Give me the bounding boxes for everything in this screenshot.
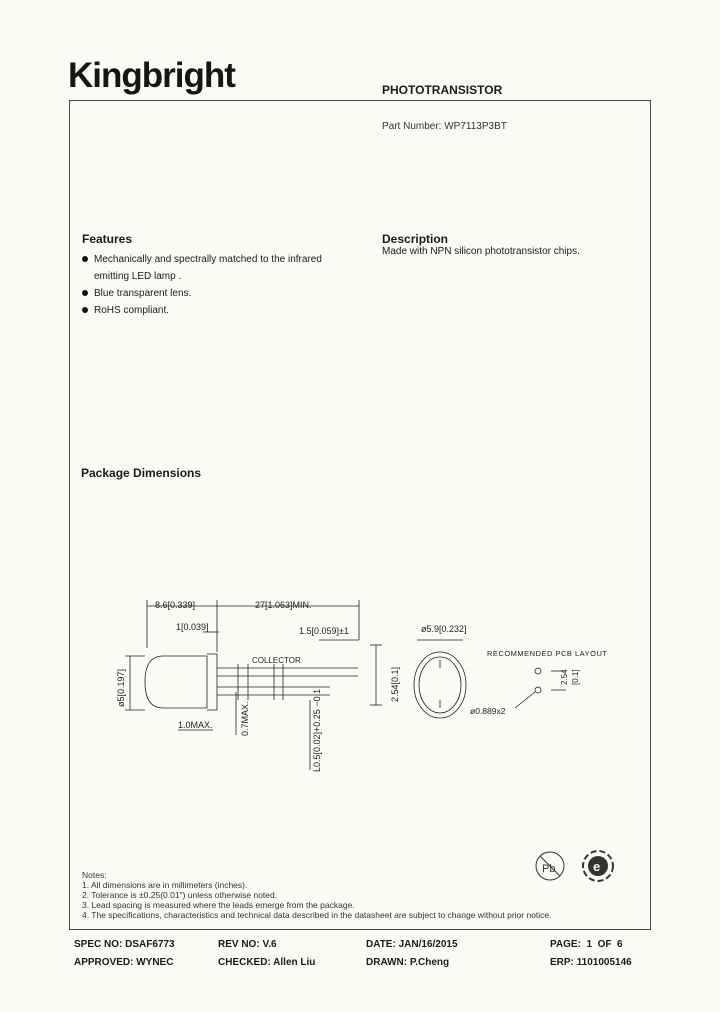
dim-lead-offset: 1.5[0.059]±1 [299, 626, 349, 636]
content-frame [69, 100, 651, 930]
dim-flange-diameter: ø5.9[0.232] [421, 624, 467, 634]
notes-block: Notes: 1. All dimensions are in millimet… [82, 870, 552, 920]
bullet-icon [82, 256, 88, 262]
pcb-hole-size: ø0.889x2 [470, 706, 506, 716]
features-title: Features [82, 232, 133, 246]
rohs-badge: e [582, 850, 614, 882]
bullet-icon [82, 307, 88, 313]
collector-label: COLLECTOR [252, 656, 301, 665]
document-type-title: PHOTOTRANSISTOR [382, 83, 503, 97]
note-item: 4. The specifications, characteristics a… [82, 910, 552, 920]
pcb-pitch: 2.54 [560, 669, 569, 685]
erp-number: ERP: 1101005146 [550, 957, 632, 968]
rev-no: REV NO: V.6 [218, 939, 277, 950]
note-item: 2. Tolerance is ±0.25(0.01") unless othe… [82, 890, 278, 900]
package-dimensions-title: Package Dimensions [81, 466, 202, 480]
date: DATE: JAN/16/2015 [366, 939, 458, 950]
dim-lead-width: L0.5[0.02]+0.25 −0.1 [312, 689, 322, 772]
dim-flange: 1[0.039] [176, 622, 209, 632]
description-title: Description [382, 232, 449, 246]
page-number: PAGE: 1 OF 6 [550, 939, 623, 950]
part-number: Part Number: WP7113P3BT [382, 121, 507, 132]
dim-lead-spacing: 2.54[0.1] [390, 667, 400, 702]
svg-text:e: e [593, 859, 600, 874]
checked-by: CHECKED: Allen Liu [218, 957, 316, 968]
feature-item: Mechanically and spectrally matched to t… [82, 251, 342, 285]
approved-by: APPROVED: WYNEC [74, 957, 174, 968]
svg-text:Pb: Pb [542, 863, 555, 875]
description-text: Made with NPN silicon phototransistor ch… [382, 246, 580, 257]
spec-no: SPEC NO: DSAF6773 [74, 939, 175, 950]
dim-max-1: 1.0MAX. [178, 720, 213, 730]
bullet-icon [82, 290, 88, 296]
note-item: 1. All dimensions are in millimeters (in… [82, 880, 248, 890]
feature-item: RoHS compliant. [82, 302, 342, 319]
note-item: 3. Lead spacing is measured where the le… [82, 900, 355, 910]
features-list: Mechanically and spectrally matched to t… [82, 251, 342, 319]
dim-lens-length: 8.6[0.339] [155, 600, 195, 610]
drawn-by: DRAWN: P.Cheng [366, 957, 450, 968]
notes-title: Notes: [82, 870, 107, 880]
kingbright-logo: Kingbright [68, 56, 236, 95]
pcb-layout-title: RECOMMENDED PCB LAYOUT [487, 649, 607, 658]
dim-lens-diameter: ø5[0.197] [116, 669, 126, 707]
dim-lead-length: 27[1.063]MIN. [255, 600, 312, 610]
feature-item: Blue transparent lens. [82, 285, 342, 302]
pb-free-badge: Pb [535, 851, 565, 881]
dim-max-2: 0.7MAX. [240, 701, 250, 736]
pcb-pitch-inch: [0.1] [571, 669, 580, 685]
